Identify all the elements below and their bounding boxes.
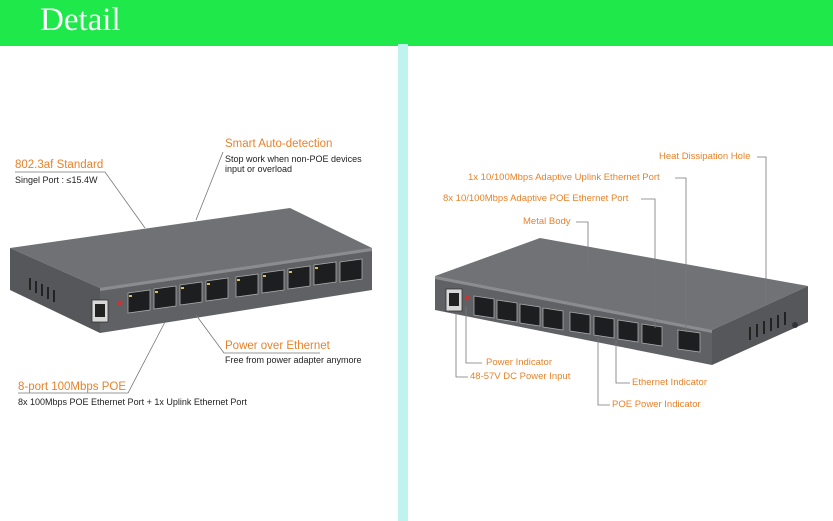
- heat-label: Heat Dissipation Hole: [659, 151, 751, 162]
- header-bar: Detail: [0, 0, 833, 46]
- auto-detect-desc-2: input or overload: [225, 164, 293, 174]
- power-indicator-label: Power Indicator: [486, 357, 553, 368]
- dc-input-label: 48-57V DC Power Input: [470, 371, 571, 382]
- standard-desc: Singel Port : ≤15.4W: [15, 175, 98, 185]
- page-title: Detail: [40, 2, 121, 38]
- auto-detect-title: Smart Auto-detection: [225, 138, 333, 150]
- metal-label: Metal Body: [523, 216, 571, 227]
- right-switch-image: [435, 238, 808, 365]
- panel-divider: [398, 44, 408, 521]
- poe-desc: Free from power adapter anymore: [225, 355, 362, 365]
- uplink-label: 1x 10/100Mbps Adaptive Uplink Ethernet P…: [468, 172, 660, 183]
- left-switch-image: [10, 208, 372, 333]
- ethernet-indicator-label: Ethernet Indicator: [632, 377, 707, 388]
- poe-indicator-label: POE Power Indicator: [612, 399, 701, 410]
- ports-desc: 8x 100Mbps POE Ethernet Port + 1x Uplink…: [18, 397, 247, 407]
- auto-detect-desc-1: Stop work when non-POE devices: [225, 154, 362, 164]
- standard-title: 802.3af Standard: [15, 159, 104, 171]
- poe-ports-label: 8x 10/100Mbps Adaptive POE Ethernet Port: [443, 193, 629, 204]
- ports-title: 8-port 100Mbps POE: [18, 381, 127, 393]
- poe-title: Power over Ethernet: [225, 340, 330, 352]
